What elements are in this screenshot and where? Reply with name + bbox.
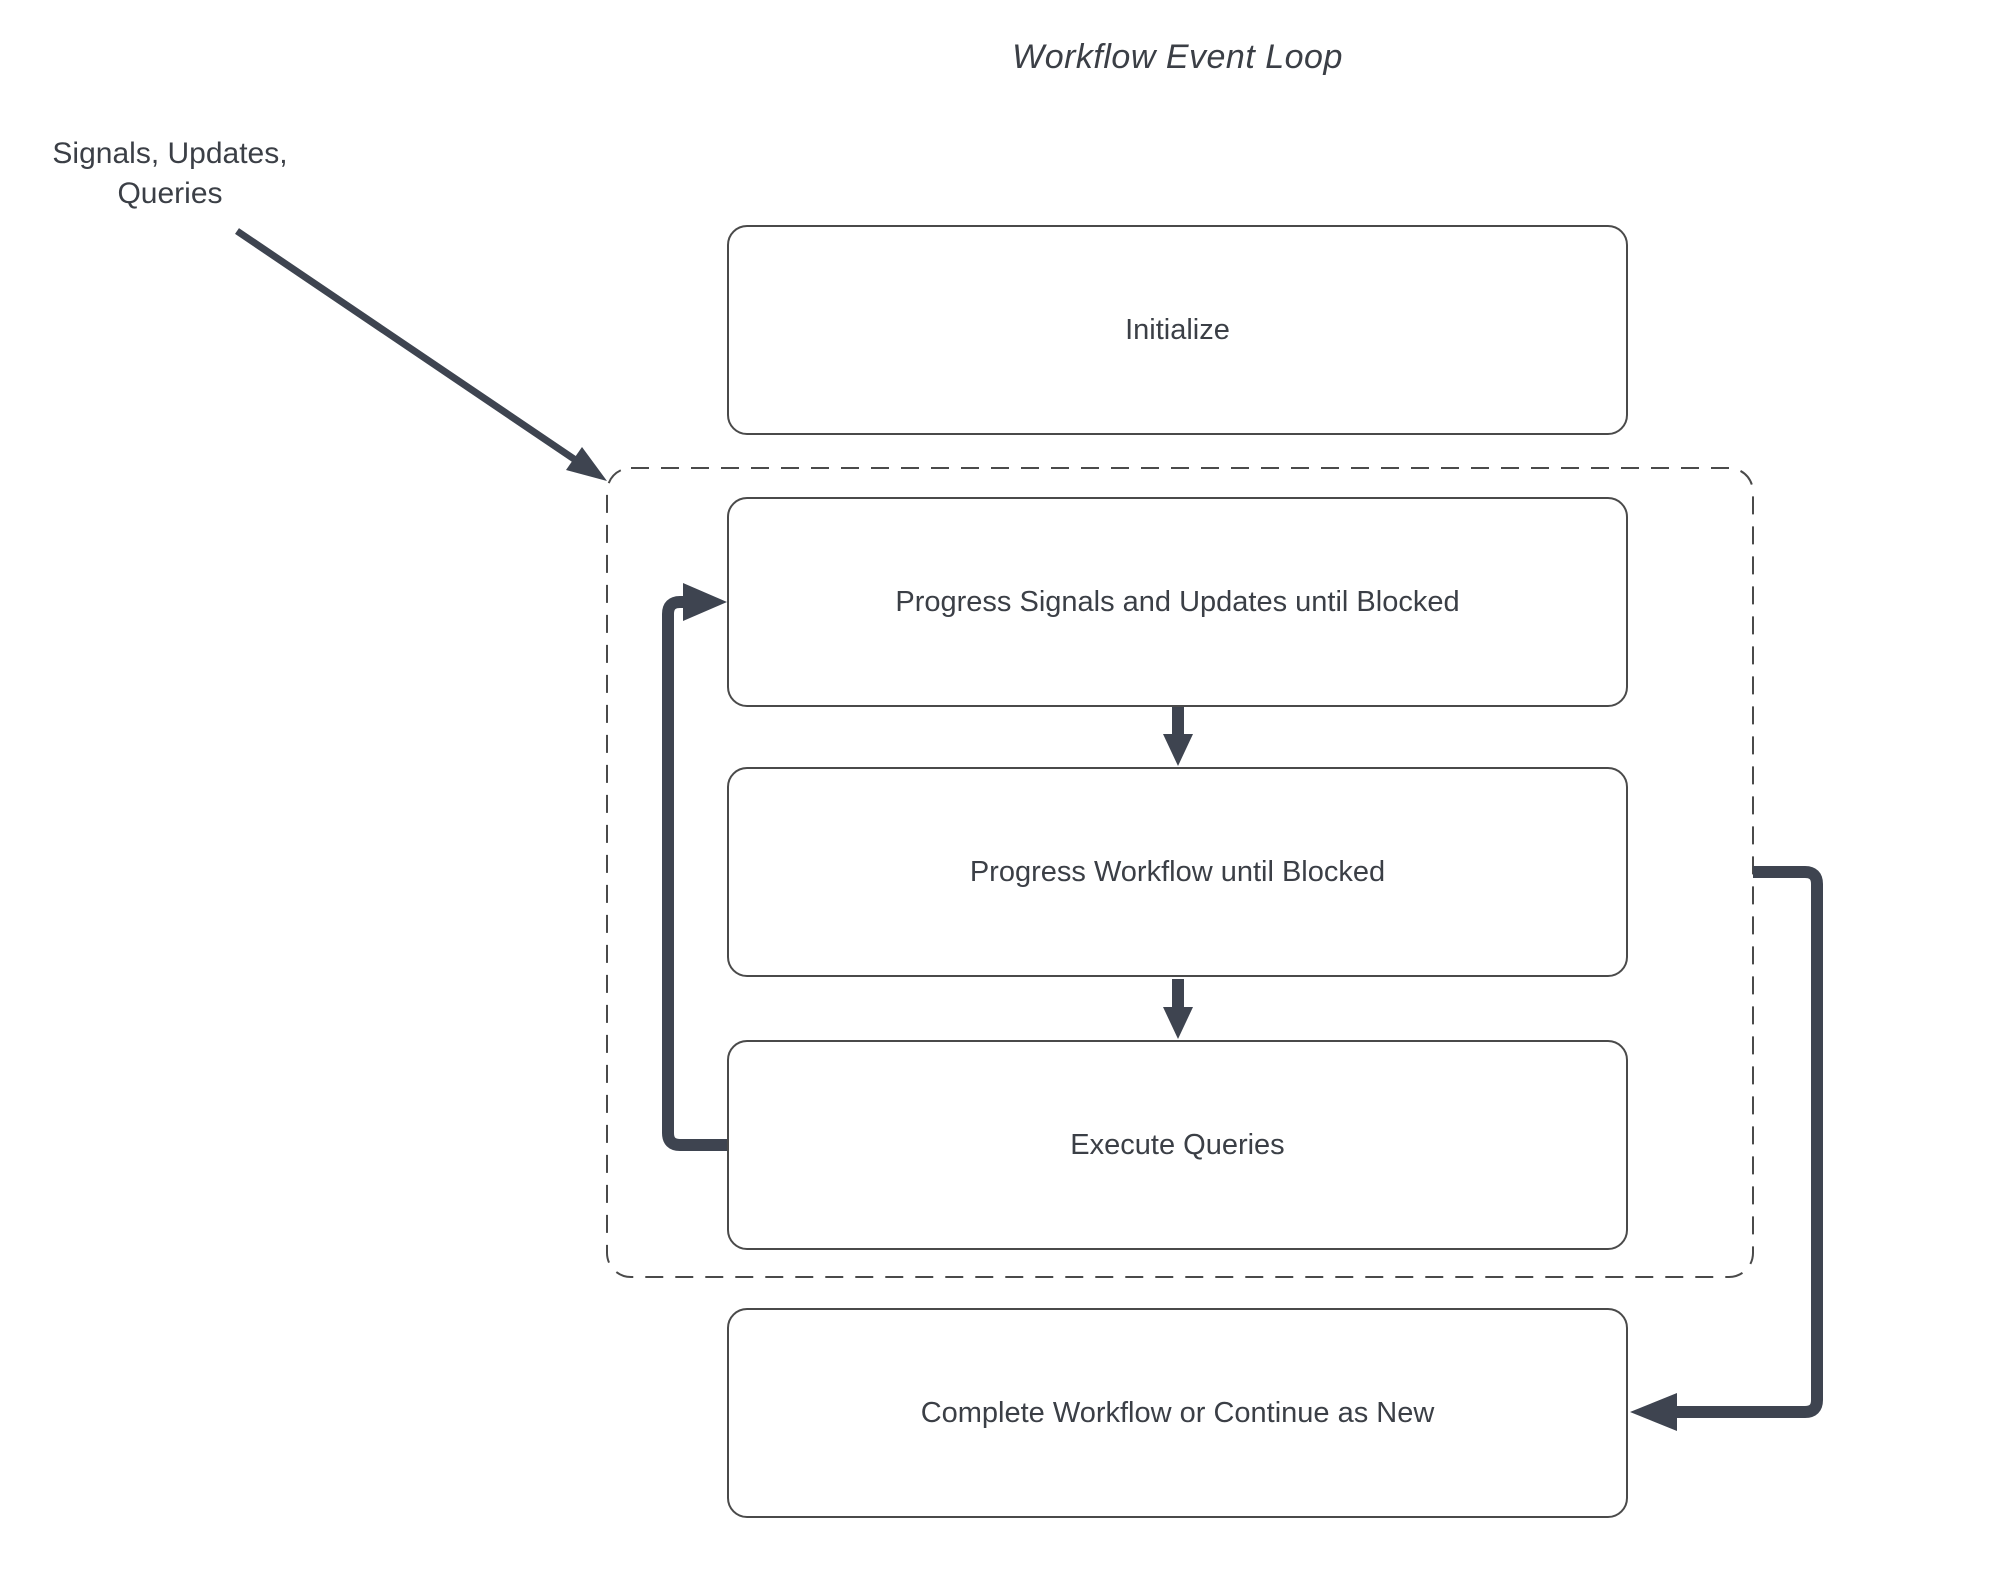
arrow-head <box>683 583 727 621</box>
down-arrow-signals-to-workflow <box>1163 706 1193 766</box>
arrow-shaft <box>235 228 576 462</box>
arrow-shaft <box>1676 866 1823 1418</box>
down-arrow-workflow-to-queries <box>1163 979 1193 1039</box>
node-label: Initialize <box>1125 313 1230 346</box>
external-inputs-label-line1: Signals, Updates, <box>52 137 288 170</box>
node-progress-workflow: Progress Workflow until Blocked <box>727 767 1628 977</box>
node-label: Progress Signals and Updates until Block… <box>895 585 1460 618</box>
exit-to-complete-arrow <box>1630 866 1823 1431</box>
arrow-head <box>1163 1007 1193 1039</box>
signals-input-arrow <box>235 228 607 481</box>
node-label: Complete Workflow or Continue as New <box>920 1396 1435 1429</box>
node-execute-queries: Execute Queries <box>727 1040 1628 1250</box>
node-label: Progress Workflow until Blocked <box>969 855 1386 888</box>
node-complete-or-continue: Complete Workflow or Continue as New <box>727 1308 1628 1518</box>
arrow-head <box>1163 734 1193 766</box>
diagram-title: Workflow Event Loop <box>1012 38 1343 76</box>
loop-back-arrow <box>662 583 727 1151</box>
node-progress-signals-updates: Progress Signals and Updates until Block… <box>727 497 1628 707</box>
arrow-shaft <box>662 596 727 1151</box>
node-initialize: Initialize <box>727 225 1628 435</box>
external-inputs-label-line2: Queries <box>117 177 223 210</box>
arrow-head <box>566 447 607 481</box>
external-inputs-label: Signals, Updates, Queries <box>20 134 320 214</box>
node-label: Execute Queries <box>1070 1128 1285 1161</box>
arrow-head <box>1630 1393 1677 1431</box>
